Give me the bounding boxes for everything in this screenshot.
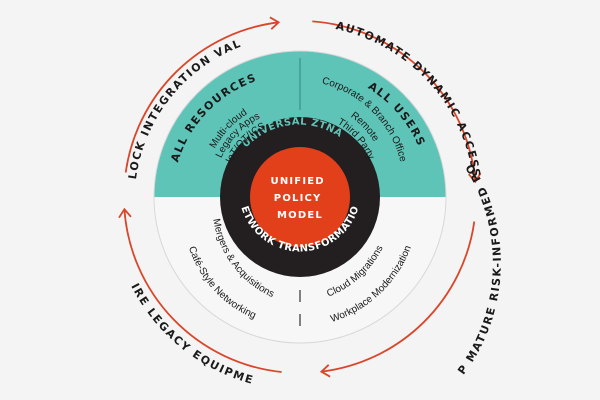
core-line-3: MODEL xyxy=(277,210,323,221)
arrow-head-icon xyxy=(319,364,331,378)
arrow-bottom-right xyxy=(321,221,476,373)
arrow-head-icon xyxy=(468,172,482,184)
core-line-1: UNIFIED xyxy=(271,176,325,187)
arrow-head-icon xyxy=(118,207,132,219)
arrow-top-left xyxy=(124,21,279,173)
cycle-arrows xyxy=(118,16,482,378)
core-circle xyxy=(250,147,350,247)
arrow-top-right xyxy=(312,20,477,182)
arrow-head-icon xyxy=(269,16,281,30)
disc-outline xyxy=(153,50,447,344)
core-label: UNIFIED POLICY MODEL xyxy=(271,176,330,221)
arrow-bottom-left xyxy=(123,209,282,373)
core-line-2: POLICY xyxy=(274,193,322,204)
